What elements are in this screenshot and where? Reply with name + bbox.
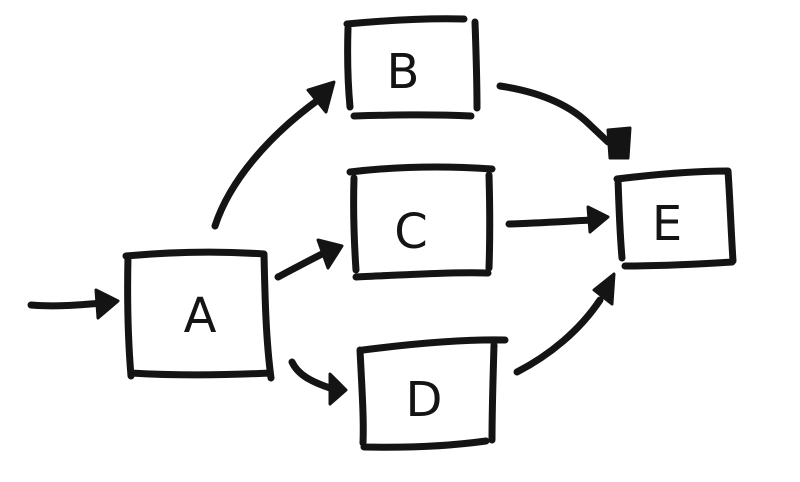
arrow-d-to-e <box>513 272 616 376</box>
arrow-input-to-a <box>27 288 120 320</box>
node-a-label: A <box>184 288 217 344</box>
node-e-label: E <box>652 196 682 252</box>
arrow-a-to-c <box>274 238 344 281</box>
arrow-a-to-b <box>211 80 336 230</box>
node-c: C <box>346 163 496 281</box>
node-b-label: B <box>387 44 420 100</box>
node-d-label: D <box>406 372 443 428</box>
node-a: A <box>122 248 275 382</box>
node-c-label: C <box>394 204 428 260</box>
arrow-c-to-e <box>505 205 610 234</box>
node-e: E <box>613 167 737 270</box>
arrow-b-to-e <box>496 82 632 160</box>
node-b: B <box>343 15 481 120</box>
node-d: D <box>356 336 509 451</box>
arrow-a-to-d <box>288 358 348 406</box>
